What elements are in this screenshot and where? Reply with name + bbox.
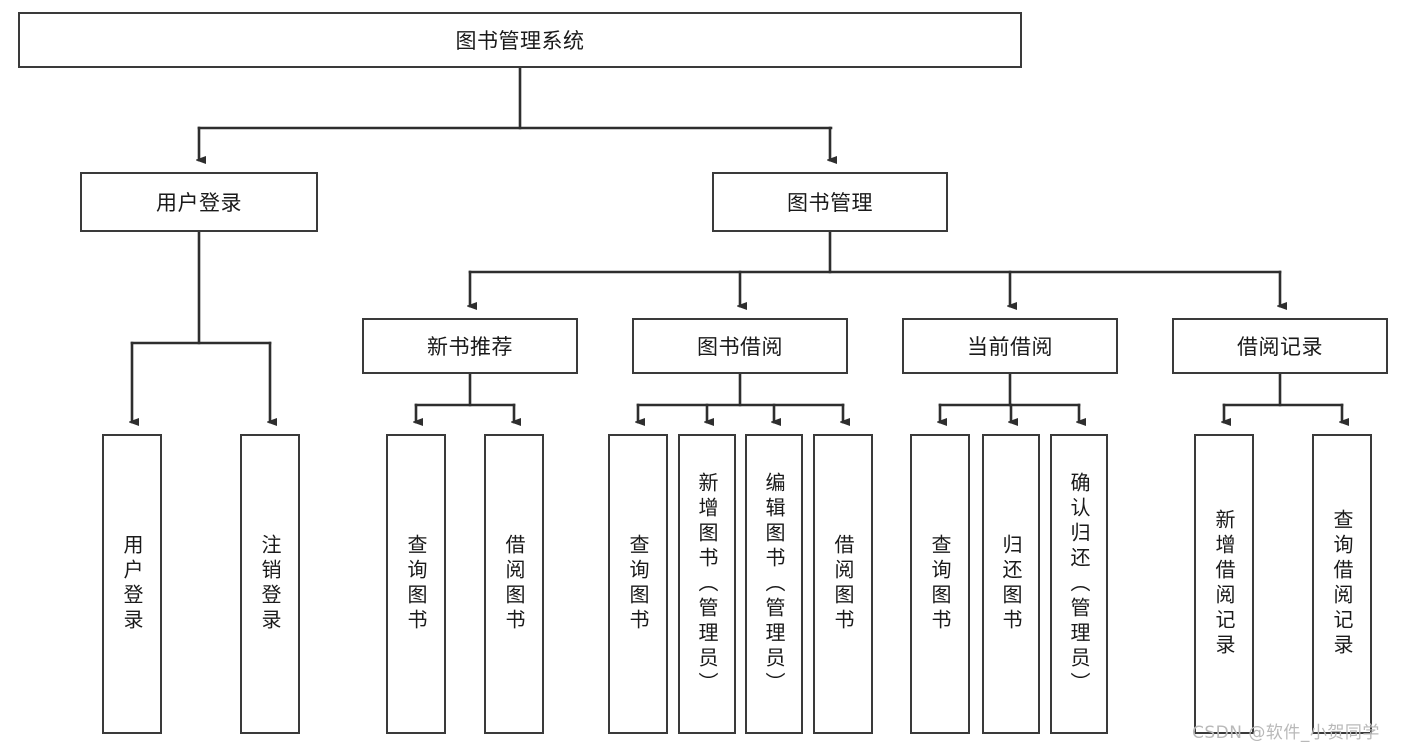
node-leaf-borrow-book-1-label: 借阅图书 [502,534,526,634]
node-current-borrow-label: 当前借阅 [967,335,1053,359]
node-leaf-user-logout-label: 注销登录 [258,534,282,634]
node-leaf-borrow-book-1[interactable]: 借阅图书 [484,434,544,734]
node-leaf-query-record[interactable]: 查询借阅记录 [1312,434,1372,734]
node-leaf-query-book-1-label: 查询图书 [404,534,428,634]
node-book-borrow[interactable]: 图书借阅 [632,318,848,374]
node-user-login-label: 用户登录 [156,191,242,215]
node-leaf-query-book-2[interactable]: 查询图书 [608,434,668,734]
node-leaf-return-book[interactable]: 归还图书 [982,434,1040,734]
node-new-book-recommend[interactable]: 新书推荐 [362,318,578,374]
node-leaf-user-login[interactable]: 用户登录 [102,434,162,734]
node-root-system[interactable]: 图书管理系统 [18,12,1022,68]
node-leaf-add-book[interactable]: 新增图书（管理员） [678,434,736,734]
node-leaf-borrow-book-2-label: 借阅图书 [831,534,855,634]
node-leaf-add-record-label: 新增借阅记录 [1212,509,1236,659]
node-leaf-query-book-3-label: 查询图书 [928,534,952,634]
node-current-borrow[interactable]: 当前借阅 [902,318,1118,374]
node-leaf-edit-book[interactable]: 编辑图书（管理员） [745,434,803,734]
node-root-label: 图书管理系统 [455,29,585,53]
node-leaf-confirm-return-label: 确认归还（管理员） [1067,471,1091,697]
node-leaf-query-book-2-label: 查询图书 [626,534,650,634]
node-leaf-user-login-label: 用户登录 [120,534,144,634]
node-leaf-add-book-label: 新增图书（管理员） [695,471,719,697]
node-borrow-record-label: 借阅记录 [1237,335,1323,359]
node-borrow-record[interactable]: 借阅记录 [1172,318,1388,374]
node-leaf-add-record[interactable]: 新增借阅记录 [1194,434,1254,734]
node-leaf-borrow-book-2[interactable]: 借阅图书 [813,434,873,734]
node-user-login[interactable]: 用户登录 [80,172,318,232]
node-leaf-return-book-label: 归还图书 [999,534,1023,634]
node-leaf-query-book-1[interactable]: 查询图书 [386,434,446,734]
node-leaf-user-logout[interactable]: 注销登录 [240,434,300,734]
csdn-watermark: CSDN @软件_小贺同学 [1192,723,1380,743]
node-leaf-confirm-return[interactable]: 确认归还（管理员） [1050,434,1108,734]
node-book-manage-label: 图书管理 [787,191,873,215]
node-leaf-edit-book-label: 编辑图书（管理员） [762,471,786,697]
node-leaf-query-record-label: 查询借阅记录 [1330,509,1354,659]
node-book-borrow-label: 图书借阅 [697,335,783,359]
node-book-manage[interactable]: 图书管理 [712,172,948,232]
node-leaf-query-book-3[interactable]: 查询图书 [910,434,970,734]
node-new-book-recommend-label: 新书推荐 [427,335,513,359]
